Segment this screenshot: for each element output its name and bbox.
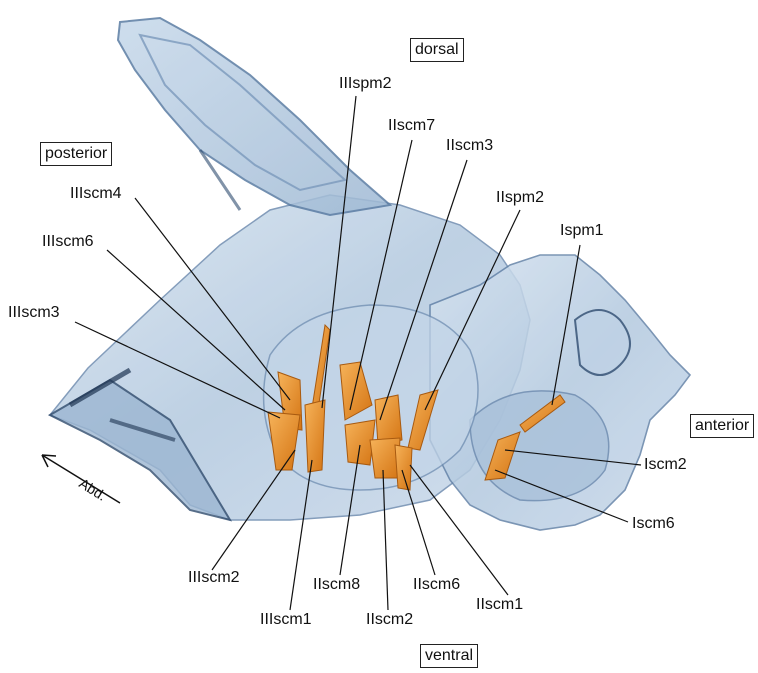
label-Iscm6: Iscm6 — [632, 516, 675, 532]
label-IIIscm6: IIIscm6 — [42, 234, 94, 250]
label-IIIscm2: IIIscm2 — [188, 570, 240, 586]
abdomen-arrow — [42, 455, 120, 503]
label-IIscm8: IIscm8 — [313, 577, 360, 593]
label-IIscm7: IIscm7 — [388, 118, 435, 134]
label-IIscm2: IIscm2 — [366, 612, 413, 628]
muscle-IIIscm1 — [305, 400, 325, 472]
orientation-anterior: anterior — [690, 414, 754, 438]
abdomen-arrow-label: Abd. — [76, 475, 109, 504]
orientation-posterior: posterior — [40, 142, 112, 166]
label-IIIscm3: IIIscm3 — [8, 305, 60, 321]
label-Ispm1: Ispm1 — [560, 223, 604, 239]
label-IIscm6: IIscm6 — [413, 577, 460, 593]
label-Iscm2: Iscm2 — [644, 457, 687, 473]
label-IIIscm1: IIIscm1 — [260, 612, 312, 628]
label-IIscm1: IIscm1 — [476, 597, 523, 613]
muscle-IIscm3 — [375, 395, 402, 445]
label-IIIscm4: IIIscm4 — [70, 186, 122, 202]
label-IIIspm2: IIIspm2 — [339, 76, 391, 92]
orientation-dorsal: dorsal — [410, 38, 464, 62]
muscle-IIscm6 — [395, 445, 412, 490]
orientation-ventral: ventral — [420, 644, 478, 668]
dorsal-horn-shape — [118, 18, 390, 215]
label-IIspm2: IIspm2 — [496, 190, 544, 206]
label-IIscm3: IIscm3 — [446, 138, 493, 154]
